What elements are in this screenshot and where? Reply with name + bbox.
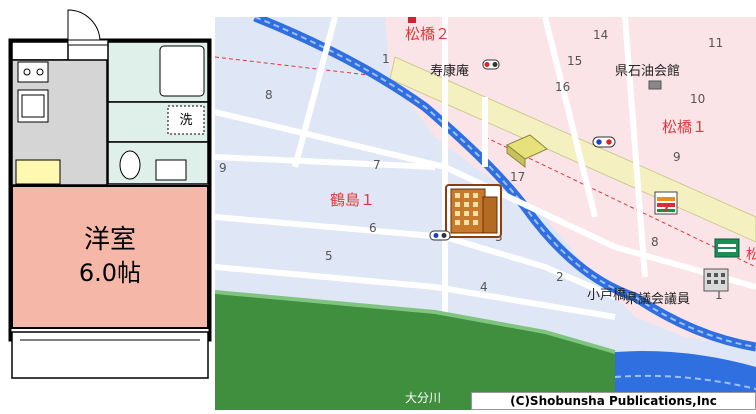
park-area: [215, 292, 615, 410]
block-number: 9: [673, 150, 681, 164]
district-boundary: [215, 56, 386, 78]
storage: [11, 41, 69, 61]
main-room: [11, 185, 209, 329]
room-type: 洋室: [84, 225, 136, 255]
building-icon[interactable]: [703, 268, 729, 292]
block-number: 6: [369, 221, 377, 235]
sink-basin: [21, 94, 45, 118]
block-number: 5: [325, 249, 333, 263]
block-number: 16: [555, 80, 570, 94]
entrance: [67, 39, 109, 46]
laundry-space: [167, 105, 205, 135]
place-label-kogohashi: 小戸橋: [587, 288, 626, 303]
burner-icon: [36, 68, 44, 76]
road-network: [215, 17, 756, 367]
place-label-jukoan: 寿康庵: [430, 63, 469, 79]
traffic-signal-icon: [429, 230, 451, 241]
place-label-river: 大分川: [405, 391, 441, 405]
block-number: 9: [219, 161, 227, 175]
block-number: 8: [265, 88, 273, 102]
block-number: 15: [567, 54, 582, 68]
traffic-signal-icon: [482, 59, 500, 70]
bathtub-icon: [159, 45, 205, 97]
block-number: 10: [690, 92, 705, 106]
area-map[interactable]: 松橋２ 松橋１ 鶴島１ 寿康庵 県石油会館 小戸橋 県議会議員 大分川 1 14…: [215, 17, 756, 410]
refrigerator-space: [15, 159, 61, 185]
block-number: 1: [382, 52, 390, 66]
map-canvas[interactable]: 松橋２ 松橋１ 鶴島１ 寿康庵 県石油会館 小戸橋 県議会議員 大分川 1 14…: [215, 17, 756, 410]
burner-icon: [23, 68, 31, 76]
convenience-store-icon[interactable]: 7: [654, 191, 678, 215]
stove: [17, 61, 49, 83]
district-boundary: [484, 136, 756, 268]
toilet-icon: [119, 150, 141, 180]
property-building-icon[interactable]: [445, 184, 502, 238]
block-number: 2: [556, 270, 564, 284]
floor-plan: 洗 洋室 6.0帖: [0, 0, 215, 410]
traffic-signal-icon: [592, 136, 616, 148]
shrine-icon: [648, 80, 662, 90]
district-label-partial: 松: [746, 247, 756, 263]
block-number: 11: [708, 36, 723, 50]
district-label-matsuhashi2: 松橋２: [405, 25, 450, 43]
floor-plan-drawing: 洗 洋室 6.0帖: [8, 9, 212, 379]
map-marker-icon: [408, 17, 416, 23]
copyright-bar: (C)Shobunsha Publications,Inc: [471, 392, 756, 410]
block-number: 8: [651, 235, 659, 249]
block-number: 1: [715, 288, 723, 302]
river-lower-center: [614, 374, 756, 390]
district-label-matsuhashi1: 松橋１: [662, 118, 707, 136]
block-number: 17: [510, 170, 525, 184]
balcony: [11, 331, 209, 379]
block-number: 14: [593, 28, 608, 42]
place-label-kenseki: 県石油会館: [615, 64, 680, 79]
entrance-door-icon: [67, 9, 101, 43]
bank-icon[interactable]: [714, 238, 740, 258]
copyright-text: (C)Shobunsha Publications,Inc: [510, 394, 717, 408]
place-label-kengikai: 県議会議員: [625, 292, 690, 307]
block-number: 7: [373, 158, 381, 172]
office-building-icon[interactable]: [506, 134, 548, 169]
district-label-tsurushima1: 鶴島１: [330, 191, 375, 209]
laundry-label: 洗: [179, 113, 192, 128]
svg-text:7: 7: [662, 201, 670, 215]
room-size: 6.0帖: [79, 259, 141, 287]
wash-basin-icon: [155, 159, 187, 181]
block-numbers: 1 14 15 11 16 10 8 7 9 17 9 6 5 3 2 4 8 …: [219, 28, 723, 302]
park-edge: [215, 290, 616, 354]
block-number: 4: [480, 280, 488, 294]
